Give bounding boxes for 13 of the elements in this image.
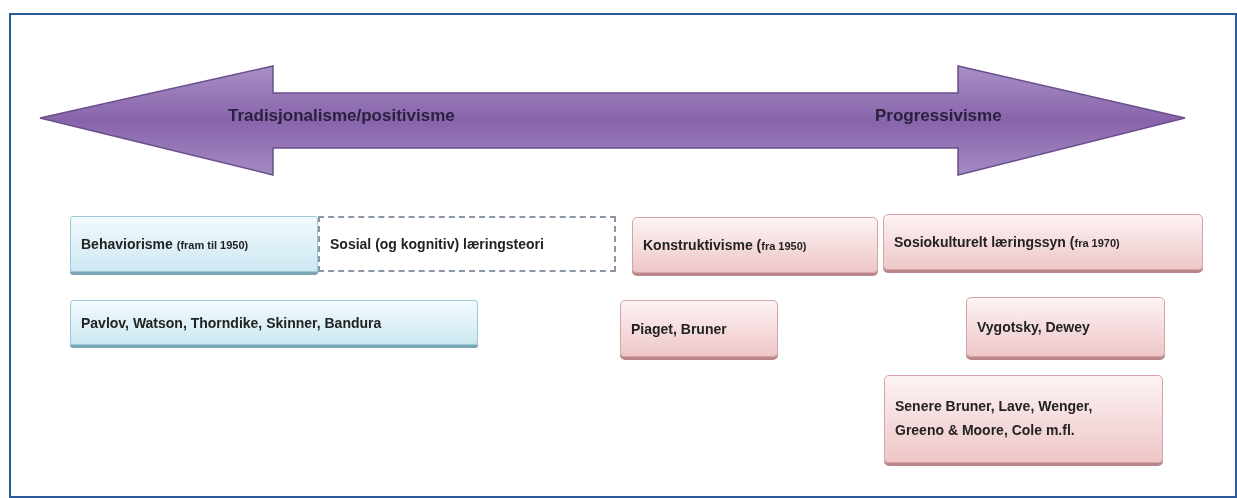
dashed-box: Sosial (og kognitiv) læringsteori	[318, 216, 616, 272]
arrow-label: Progressivisme	[875, 106, 1002, 126]
theory-box: Senere Bruner, Lave, Wenger, Greeno & Moore, Cole m.fl.	[884, 375, 1163, 463]
arrow-label: Tradisjonalisme/positivisme	[228, 106, 455, 126]
theory-box	[883, 214, 1203, 270]
theory-box: Pavlov, Watson, Thorndike, Skinner, Bandura	[70, 300, 478, 345]
box-label: Sosiokulturelt læringssyn (fra 1970)	[894, 234, 1120, 250]
theory-box: Vygotsky, Dewey	[966, 297, 1165, 357]
box-label: Konstruktivisme (fra 1950)	[643, 237, 807, 253]
theory-box	[70, 216, 318, 272]
theory-box	[632, 217, 878, 273]
box-label: Behaviorisme (fram til 1950)	[81, 236, 249, 252]
theory-box: Piaget, Bruner	[620, 300, 778, 357]
